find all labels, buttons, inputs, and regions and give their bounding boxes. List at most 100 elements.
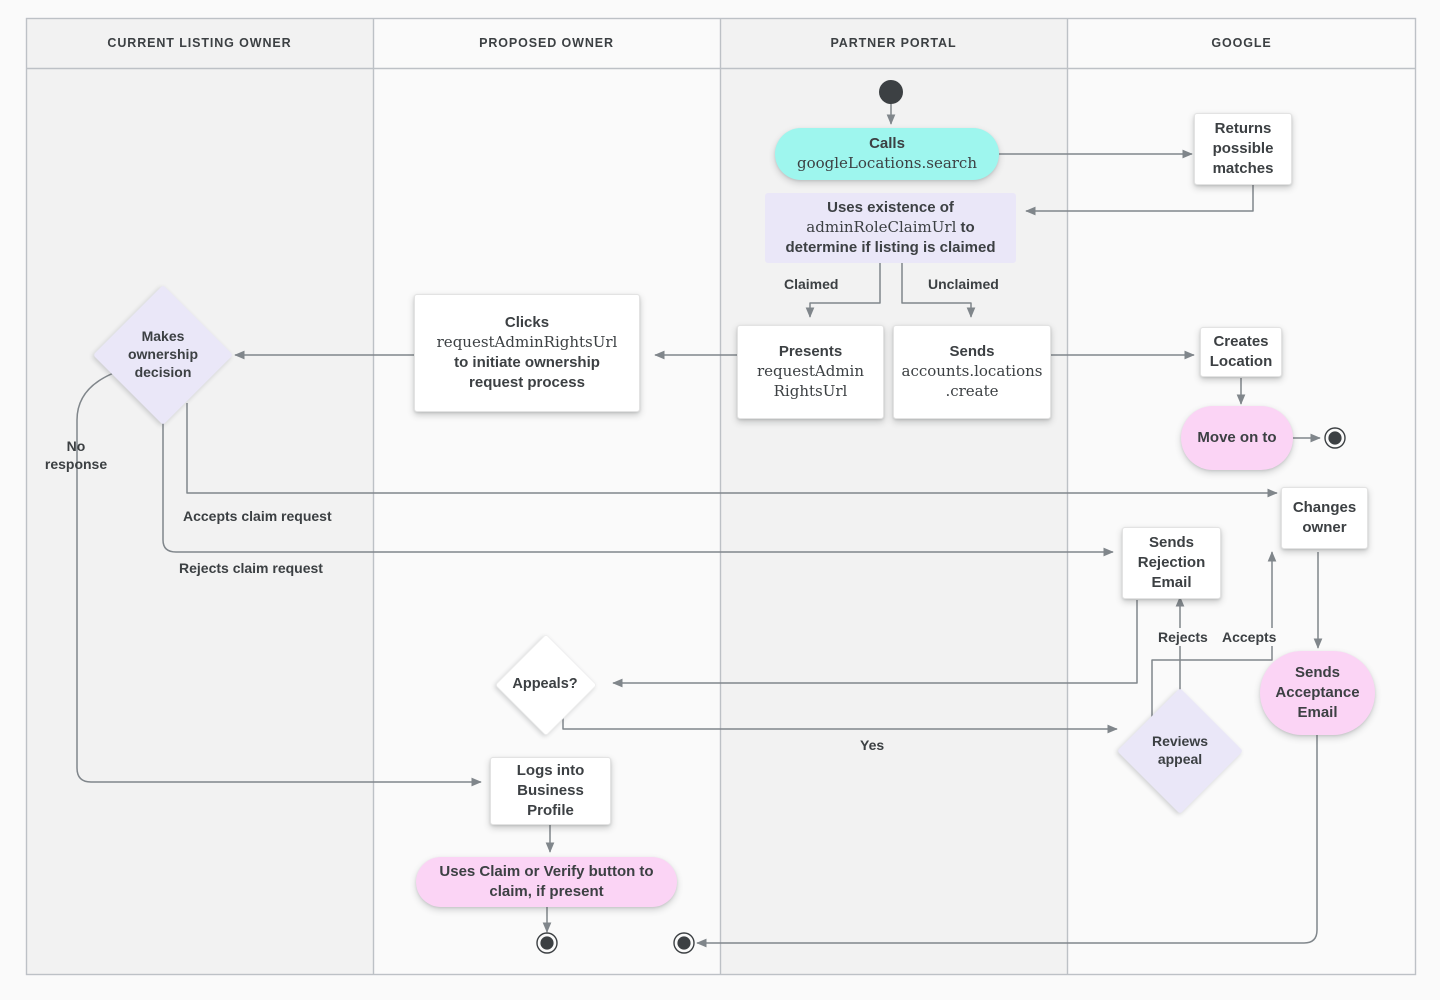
edge-returns-to-uses-existence xyxy=(1025,185,1254,216)
edge-label-claimed: Claimed xyxy=(781,275,842,294)
edge-label-text: Accepts xyxy=(1222,629,1277,645)
lane-borders xyxy=(25,17,1417,976)
node-line: claim, if present xyxy=(489,883,604,900)
lane-header-label: CURRENT LISTING OWNER xyxy=(107,36,292,50)
node-sends-rejection-email[interactable]: Sends Rejection Email xyxy=(1122,527,1221,599)
node-line: Acceptance xyxy=(1275,684,1360,702)
edge-decision-accepts-to-changes-owner xyxy=(186,403,1278,498)
node-line: Profile xyxy=(527,801,574,819)
node-line: Business xyxy=(517,782,584,800)
node-line: requestAdminRightsUrl xyxy=(436,333,618,352)
node-logs-into-business-profile[interactable]: Logs into Business Profile xyxy=(490,757,611,825)
lane-header-proposed-owner: PROPOSED OWNER xyxy=(373,18,720,68)
node-line: appeal xyxy=(1157,751,1203,767)
lane-header-current-listing-owner: CURRENT LISTING OWNER xyxy=(26,18,373,68)
node-line: matches xyxy=(1212,159,1274,177)
node-line: googleLocations.search xyxy=(796,154,977,172)
end-node-google xyxy=(1324,427,1346,449)
node-line: ownership xyxy=(127,346,198,363)
node-move-on-to[interactable]: Move on to xyxy=(1181,406,1293,470)
edge-label-yes: Yes xyxy=(857,736,888,755)
node-line: request process xyxy=(469,373,585,391)
node-sends-acceptance-email[interactable]: Sends Acceptance Email xyxy=(1260,651,1375,735)
node-line: RightsUrl xyxy=(773,381,848,400)
node-line: Presents xyxy=(778,343,843,361)
edge-acceptance-email-to-end xyxy=(696,733,1318,948)
node-line: Move on to xyxy=(1197,429,1277,447)
node-line: Sends xyxy=(949,343,995,361)
node-line: requestAdmin xyxy=(756,362,865,381)
end-node-partner-portal xyxy=(673,932,695,954)
edge-label-text: Unclaimed xyxy=(928,276,999,292)
node-line: Creates xyxy=(1213,333,1269,351)
edge-label-rejects-claim-request: Rejects claim request xyxy=(176,559,326,578)
edge-label-unclaimed: Unclaimed xyxy=(925,275,1002,294)
lane-header-label: GOOGLE xyxy=(1211,36,1272,50)
node-line: possible xyxy=(1212,140,1274,158)
node-presents-request-admin-rights-url[interactable]: Presents requestAdmin RightsUrl xyxy=(737,325,884,419)
lane-header-google: GOOGLE xyxy=(1067,18,1416,68)
edge-rejection-email-to-appeals xyxy=(612,600,1138,688)
edge-label-text: Rejects claim request xyxy=(179,560,323,576)
node-line: Rejection xyxy=(1137,554,1206,572)
lane-header-partner-portal: PARTNER PORTAL xyxy=(720,18,1067,68)
edge-label-text: Yes xyxy=(860,737,885,753)
node-line: Makes xyxy=(141,328,185,345)
node-line: Sends xyxy=(1294,664,1340,682)
end-node-proposed-owner xyxy=(536,932,558,954)
diamond-text: Appeals? xyxy=(495,634,595,734)
node-line: Email xyxy=(1151,573,1192,591)
node-line: determine if listing is claimed xyxy=(785,238,996,256)
edge-label-rejects: Rejects xyxy=(1155,628,1211,647)
diamond-text: Makes ownership decision xyxy=(93,285,233,425)
code-token: adminRoleClaimUrl xyxy=(806,218,957,237)
node-line: owner xyxy=(1302,519,1347,536)
node-line: Email xyxy=(1297,703,1338,721)
edge-label-text: Accepts claim request xyxy=(183,508,332,524)
node-uses-existence-of-admin-role-claim-url[interactable]: Uses existence of adminRoleClaimUrl to d… xyxy=(765,193,1016,263)
lane-header-label: PARTNER PORTAL xyxy=(830,36,957,50)
node-line: Location xyxy=(1209,353,1273,370)
lane-header-band xyxy=(26,18,1416,68)
edge-label-accepts: Accepts xyxy=(1219,628,1280,647)
node-returns-possible-matches[interactable]: Returns possible matches xyxy=(1194,113,1292,185)
code-tail: to xyxy=(956,219,975,237)
edge-label-text: No xyxy=(66,438,86,454)
node-clicks-request-admin-rights-url[interactable]: Clicks requestAdminRightsUrl to initiate… xyxy=(414,294,640,412)
node-sends-accounts-locations-create[interactable]: Sends accounts.locations .create xyxy=(893,325,1051,419)
diamond-text: Reviews appeal xyxy=(1117,688,1243,814)
node-line: Returns xyxy=(1214,120,1272,138)
node-line: .create xyxy=(945,381,999,400)
node-line: Clicks xyxy=(504,314,550,332)
node-appeals-question[interactable]: Appeals? xyxy=(495,634,597,736)
node-calls-google-locations-search[interactable]: Calls googleLocations.search xyxy=(775,128,999,180)
node-line-code: adminRoleClaimUrl to xyxy=(785,218,995,238)
edge-uses-existence-unclaimed-stem xyxy=(901,262,976,318)
node-reviews-appeal[interactable]: Reviews appeal xyxy=(1117,688,1243,814)
node-line: Calls xyxy=(869,135,905,153)
node-line: Logs into xyxy=(516,762,585,780)
node-makes-ownership-decision[interactable]: Makes ownership decision xyxy=(93,285,233,425)
node-line: Uses existence of xyxy=(827,199,954,217)
node-line: Changes xyxy=(1292,499,1357,517)
start-node xyxy=(879,80,903,104)
node-line: Uses Claim or Verify button to xyxy=(439,863,654,881)
edge-label-no-response: No response xyxy=(40,437,112,473)
node-line: Sends xyxy=(1148,534,1194,552)
edge-uses-existence-claimed-stem xyxy=(805,262,881,318)
edge-label-text: Claimed xyxy=(784,276,839,292)
node-line: accounts.locations xyxy=(901,362,1043,381)
node-changes-owner[interactable]: Changes owner xyxy=(1281,487,1368,549)
edge-label-accepts-claim-request: Accepts claim request xyxy=(180,507,335,526)
edge-label-text: Rejects xyxy=(1158,629,1208,645)
edge-label-text: response xyxy=(44,456,108,473)
node-line: decision xyxy=(134,363,192,380)
node-creates-location[interactable]: Creates Location xyxy=(1200,327,1282,377)
node-uses-claim-or-verify-button[interactable]: Uses Claim or Verify button to claim, if… xyxy=(416,857,677,907)
edge-decision-no-response-to-logs-in xyxy=(76,364,482,787)
node-line: Reviews xyxy=(1151,733,1209,750)
lane-header-label: PROPOSED OWNER xyxy=(479,36,614,50)
edge-decision-rejects-to-rejection-email xyxy=(162,403,1114,557)
node-line: to initiate ownership xyxy=(454,354,600,371)
